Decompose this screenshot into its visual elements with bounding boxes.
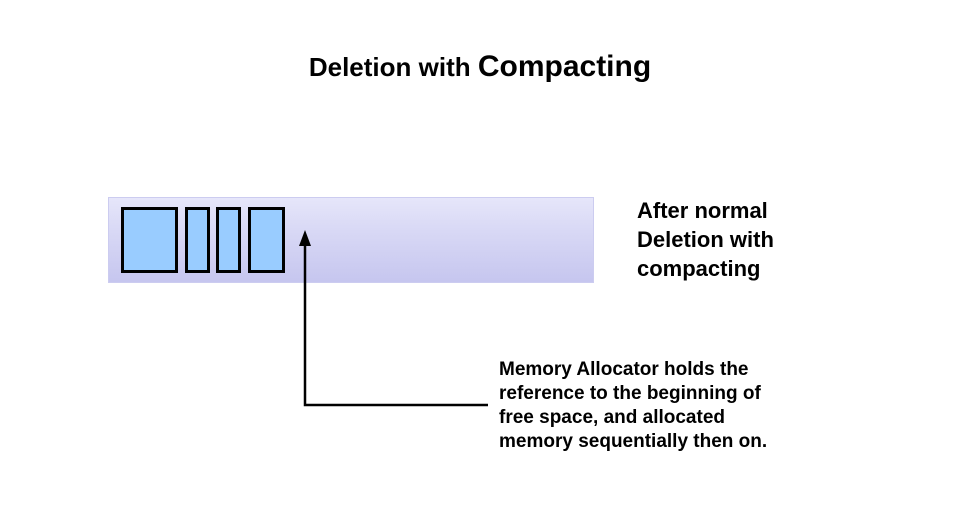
slide-title-emphasis: Compacting [477, 50, 652, 83]
allocator-annotation: Memory Allocator holds the reference to … [499, 358, 767, 454]
slide-title: Deletion with Compacting [0, 48, 960, 86]
bar-caption-line: After normal [637, 198, 768, 223]
annotation-line: reference to the beginning of [499, 383, 761, 404]
bar-caption-line: compacting [637, 256, 761, 281]
memory-block [121, 207, 178, 273]
bar-caption: After normal Deletion with compacting [637, 196, 774, 283]
annotation-line: Memory Allocator holds the [499, 359, 749, 380]
annotation-line: free space, and allocated [499, 407, 725, 428]
memory-bar [108, 197, 594, 283]
memory-block [216, 207, 241, 273]
annotation-line: memory sequentially then on. [499, 431, 768, 452]
memory-block [248, 207, 285, 273]
slide-title-prefix: Deletion with [308, 52, 478, 82]
bar-caption-line: Deletion with [637, 227, 774, 252]
memory-block [185, 207, 210, 273]
